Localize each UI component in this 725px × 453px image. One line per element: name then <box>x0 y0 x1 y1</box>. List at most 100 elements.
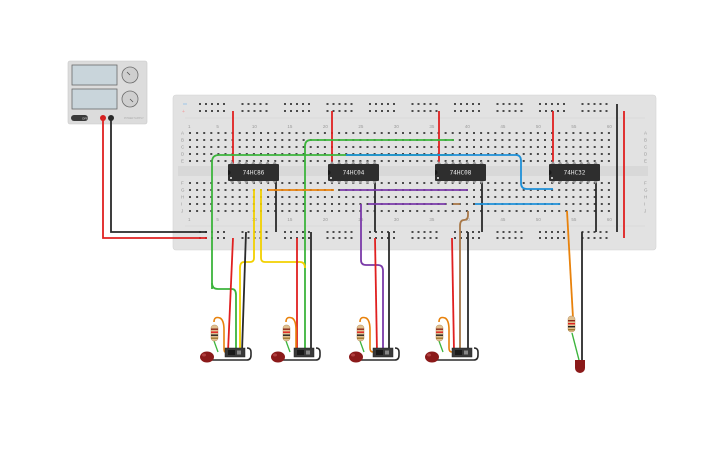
breadboard-hole[interactable] <box>458 210 461 212</box>
rail-hole[interactable] <box>290 231 292 233</box>
breadboard-hole[interactable] <box>238 210 241 212</box>
rail-hole[interactable] <box>284 103 286 105</box>
wire-green-input-b[interactable] <box>304 139 454 352</box>
breadboard-hole[interactable] <box>515 182 518 184</box>
breadboard-hole[interactable] <box>451 210 454 212</box>
breadboard-hole[interactable] <box>522 160 525 162</box>
breadboard-hole[interactable] <box>536 139 539 141</box>
breadboard-hole[interactable] <box>536 189 539 191</box>
rail-hole[interactable] <box>539 110 541 112</box>
breadboard-hole[interactable] <box>458 146 461 148</box>
rail-hole[interactable] <box>241 231 244 233</box>
breadboard-hole[interactable] <box>409 132 412 134</box>
rail-hole[interactable] <box>587 231 590 233</box>
breadboard-hole[interactable] <box>309 132 312 134</box>
rail-hole[interactable] <box>605 237 608 239</box>
breadboard-hole[interactable] <box>267 196 270 198</box>
breadboard-hole[interactable] <box>515 139 518 141</box>
rail-hole[interactable] <box>429 237 432 239</box>
breadboard-hole[interactable] <box>394 132 397 134</box>
breadboard-hole[interactable] <box>600 139 603 141</box>
breadboard-hole[interactable] <box>416 196 419 198</box>
rail-hole[interactable] <box>411 103 414 105</box>
breadboard-hole[interactable] <box>309 210 312 212</box>
rail-hole[interactable] <box>460 231 462 233</box>
breadboard-hole[interactable] <box>451 196 454 198</box>
rail-hole[interactable] <box>241 110 244 112</box>
rail-hole[interactable] <box>508 231 511 233</box>
breadboard-hole[interactable] <box>196 189 199 191</box>
breadboard-hole[interactable] <box>238 196 241 198</box>
rail-hole[interactable] <box>338 103 341 105</box>
switch-4[interactable] <box>451 347 473 358</box>
rail-hole[interactable] <box>587 110 590 112</box>
rail-hole[interactable] <box>514 231 517 233</box>
rail-hole[interactable] <box>520 237 523 239</box>
breadboard-hole[interactable] <box>281 196 284 198</box>
breadboard-hole[interactable] <box>465 160 468 162</box>
wire-green-input-a[interactable] <box>211 154 452 289</box>
breadboard-hole[interactable] <box>238 139 241 141</box>
breadboard-hole[interactable] <box>210 153 213 155</box>
switch-1[interactable] <box>224 347 246 358</box>
breadboard-hole[interactable] <box>558 196 561 198</box>
breadboard-hole[interactable] <box>444 153 447 155</box>
rail-hole[interactable] <box>466 231 468 233</box>
breadboard-hole[interactable] <box>224 196 227 198</box>
breadboard-hole[interactable] <box>536 210 539 212</box>
breadboard-hole[interactable] <box>252 132 255 134</box>
breadboard-hole[interactable] <box>402 132 404 134</box>
rail-hole[interactable] <box>223 103 225 105</box>
breadboard-hole[interactable] <box>494 132 497 134</box>
wire-red-supply[interactable] <box>102 118 207 239</box>
rail-hole[interactable] <box>217 237 219 239</box>
rail-hole[interactable] <box>369 237 371 239</box>
breadboard-hole[interactable] <box>600 182 603 184</box>
rail-hole[interactable] <box>417 103 420 105</box>
breadboard-hole[interactable] <box>416 182 419 184</box>
breadboard-hole[interactable] <box>309 196 312 198</box>
breadboard-hole[interactable] <box>288 153 291 155</box>
breadboard-hole[interactable] <box>245 189 248 191</box>
breadboard-hole[interactable] <box>529 182 532 184</box>
breadboard-hole[interactable] <box>189 139 191 141</box>
breadboard-hole[interactable] <box>196 146 199 148</box>
breadboard-hole[interactable] <box>316 132 319 134</box>
rail-hole[interactable] <box>593 231 596 233</box>
breadboard-hole[interactable] <box>423 196 426 198</box>
rail-hole[interactable] <box>478 110 480 112</box>
breadboard-hole[interactable] <box>423 132 426 134</box>
rail-hole[interactable] <box>557 103 559 105</box>
switch-slider[interactable] <box>376 350 383 355</box>
breadboard-hole[interactable] <box>245 132 248 134</box>
rail-hole[interactable] <box>308 231 310 233</box>
breadboard-hole[interactable] <box>508 139 511 141</box>
breadboard-hole[interactable] <box>316 153 319 155</box>
rail-hole[interactable] <box>435 231 438 233</box>
breadboard-hole[interactable] <box>473 196 475 198</box>
rail-hole[interactable] <box>520 110 523 112</box>
breadboard-hole[interactable] <box>501 196 504 198</box>
breadboard-hole[interactable] <box>508 160 511 162</box>
breadboard-hole[interactable] <box>444 160 447 162</box>
breadboard-hole[interactable] <box>338 146 341 148</box>
breadboard-hole[interactable] <box>607 210 610 212</box>
wire-red-switch1[interactable] <box>227 237 234 353</box>
rail-hole[interactable] <box>326 237 329 239</box>
breadboard-hole[interactable] <box>373 146 376 148</box>
breadboard-hole[interactable] <box>465 139 468 141</box>
breadboard-hole[interactable] <box>260 132 262 134</box>
switch-slider[interactable] <box>228 350 235 355</box>
rail-hole[interactable] <box>217 103 219 105</box>
rail-hole[interactable] <box>478 231 480 233</box>
breadboard-hole[interactable] <box>189 146 191 148</box>
breadboard-hole[interactable] <box>217 139 220 141</box>
breadboard-hole[interactable] <box>345 153 348 155</box>
breadboard-hole[interactable] <box>473 189 475 191</box>
breadboard-hole[interactable] <box>487 132 490 134</box>
breadboard-hole[interactable] <box>394 153 397 155</box>
rail-hole[interactable] <box>539 231 541 233</box>
breadboard-hole[interactable] <box>281 182 284 184</box>
breadboard-hole[interactable] <box>593 210 596 212</box>
rail-hole[interactable] <box>551 110 553 112</box>
